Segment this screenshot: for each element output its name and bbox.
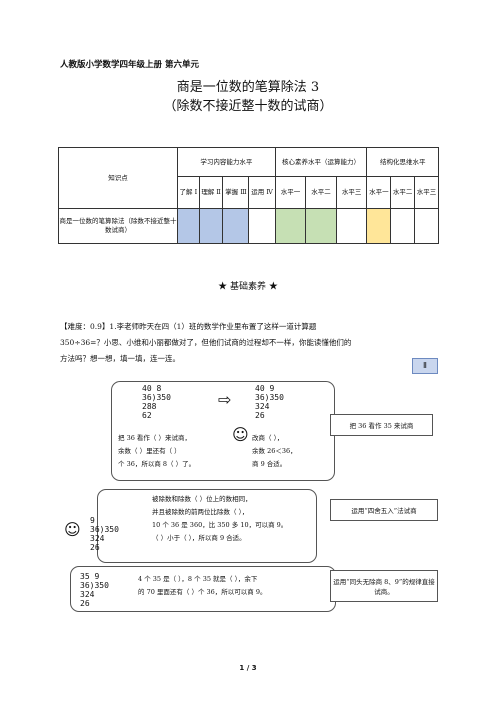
- fill-cell-blue: [198, 208, 224, 244]
- level-cell: 了解 Ⅰ: [177, 176, 200, 209]
- text-line: 并且被除数的前两位比除数（ ），: [152, 508, 249, 516]
- calc-line: 36)350: [90, 525, 119, 534]
- fill-cell-green: [274, 208, 307, 244]
- method-box-3: 运用“同头无除商 8、9”的规律直接试商。: [330, 570, 438, 602]
- section-title: ★ 基础素养 ★: [218, 282, 278, 292]
- arrow-right-icon: ⇨: [218, 390, 232, 409]
- calc-line: 26: [80, 599, 90, 608]
- page-subtitle: （除数不接近整十数的试商）: [163, 99, 333, 114]
- text-line: 个 36，所以商 8（ ）了。: [118, 460, 196, 468]
- work1-text-left: 把 36 看作（ ）来试商， 余数（ ）里还有（ ） 个 36，所以商 8（ ）…: [118, 432, 195, 471]
- calc-line: 324: [90, 534, 105, 543]
- calc-line: 62: [142, 411, 152, 420]
- fill-cell-yellow: [366, 208, 392, 244]
- calc-line: 9: [90, 516, 95, 525]
- level-cell: 理解 Ⅱ: [198, 176, 224, 209]
- calc-line: 40 8: [142, 384, 162, 393]
- knowledge-header: 知识点: [58, 147, 178, 209]
- calc-line: 36)350: [80, 581, 109, 590]
- empty-cell: [335, 208, 368, 244]
- calc-line: 40 9: [255, 384, 275, 393]
- core-level-cell: 水平二: [305, 176, 337, 209]
- text-line: 4 个 35 是（ ），8 个 35 就是（ ），余下: [138, 575, 258, 583]
- long-division-d: 35 9 36)350 324 26: [80, 572, 109, 608]
- calc-line: 26: [255, 411, 265, 420]
- text-line: 被除数和除数（ ）位上的数相同，: [152, 495, 252, 503]
- series-heading: 人教版小学数学四年级上册 第六单元: [60, 60, 199, 70]
- long-division-b: 40 9 36)350 324 26: [255, 384, 284, 420]
- empty-cell: [414, 208, 439, 244]
- child-avatar-icon: ☺: [232, 425, 249, 444]
- empty-cell: [390, 208, 416, 244]
- text-line: 余数（ ）里还有（ ）: [118, 447, 181, 455]
- ability-table: 知识点 学习内容能力水平 核心素养水平（运算能力） 结构化思维水平 了解 Ⅰ 理…: [58, 147, 439, 244]
- core-level-cell: 水平三: [335, 176, 368, 209]
- group-structure-header: 结构化思维水平: [366, 147, 439, 177]
- calc-line: 26: [90, 543, 100, 552]
- work2-text: 被除数和除数（ ）位上的数相同， 并且被除数的前两位比除数（ ）， 10 个 3…: [152, 493, 287, 545]
- group-core-header: 核心素养水平（运算能力）: [274, 147, 368, 177]
- fill-cell-green: [305, 208, 337, 244]
- text-line: 的 70 里面还有（ ）个 36，所以可以商 9。: [138, 588, 267, 596]
- page-title: 商是一位数的笔算除法 3: [176, 80, 320, 95]
- struct-level-cell: 水平三: [414, 176, 439, 209]
- calc-line: 324: [255, 402, 270, 411]
- knowledge-row-label: 商是一位数的笔算除法（除数不接近整十数试商）: [58, 208, 178, 244]
- method-box-1: 把 36 看作 35 来试商: [330, 414, 433, 436]
- work-box-3: [70, 566, 336, 612]
- level-cell: 运用 Ⅳ: [248, 176, 276, 209]
- work-box-2: [97, 489, 317, 563]
- text-line: 10 个 36 是 360，比 350 多 10，可以商 9。: [152, 521, 288, 529]
- question-text: 方法吗？想一想，填一填，连一连。: [60, 354, 180, 363]
- long-division-c: 9 36)350 324 26: [90, 516, 119, 552]
- text-line: （ ）小于（ ），所以商 9 合适。: [152, 534, 246, 542]
- work-box-1: [111, 381, 335, 481]
- page-number: 1 / 3: [239, 664, 257, 672]
- empty-cell: [248, 208, 276, 244]
- calc-line: 324: [80, 590, 95, 599]
- text-line: 余数 26＜36，: [252, 447, 297, 455]
- core-level-cell: 水平一: [274, 176, 307, 209]
- calc-line: 35 9: [80, 572, 100, 581]
- level-cell: 掌握 Ⅲ: [222, 176, 250, 209]
- text-line: 改商（ ），: [252, 434, 284, 442]
- question-text: 【难度：0.9】1.李老师昨天在四（1）班的数学作业里布置了这样一道计算题: [60, 322, 317, 331]
- struct-level-cell: 水平一: [366, 176, 392, 209]
- level-badge: Ⅱ: [412, 358, 438, 374]
- text-line: 把 36 看作（ ）来试商，: [118, 434, 191, 442]
- fill-cell-blue: [222, 208, 250, 244]
- group-learning-header: 学习内容能力水平: [177, 147, 276, 177]
- calc-line: 288: [142, 402, 157, 411]
- fill-cell-blue: [177, 208, 200, 244]
- calc-line: 36)350: [255, 393, 284, 402]
- method-box-2: 运用“四舍五入”法试商: [330, 499, 438, 521]
- struct-level-cell: 水平二: [390, 176, 416, 209]
- text-line: 商 9 合适。: [252, 460, 287, 468]
- child-avatar-icon: ☺: [64, 520, 81, 539]
- question-text: 350÷36=？小思、小维和小丽都做对了，但他们试商的过程却不一样，你能读懂他们…: [60, 338, 352, 347]
- calc-line: 36)350: [142, 393, 171, 402]
- work3-text: 4 个 35 是（ ），8 个 35 就是（ ），余下 的 70 里面还有（ ）…: [138, 573, 267, 599]
- long-division-a: 40 8 36)350 288 62: [142, 384, 171, 420]
- work1-text-right: 改商（ ）， 余数 26＜36， 商 9 合适。: [252, 432, 297, 471]
